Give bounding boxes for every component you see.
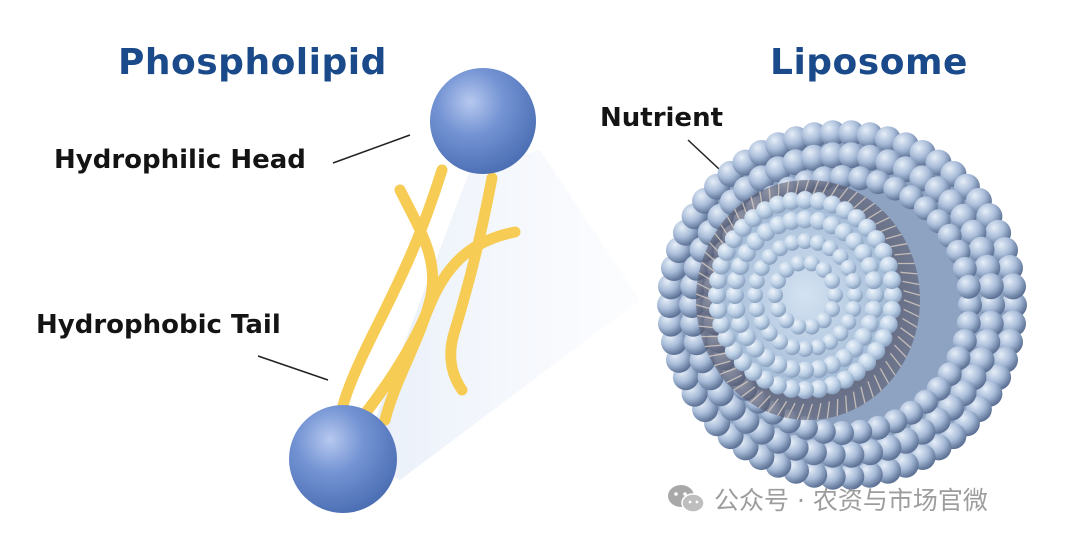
liposome-bead <box>819 120 846 147</box>
inner-leaflet-bead <box>832 248 849 265</box>
hydrophilic-head-label: Hydrophilic Head <box>54 145 306 175</box>
inner-leaflet-bead <box>778 261 795 278</box>
inner-leaflet-bead <box>840 260 857 276</box>
inner-leaflet-bead <box>748 273 765 289</box>
liposome-title: Liposome <box>770 42 968 83</box>
inner-leaflet-bead <box>882 271 901 290</box>
inner-leaflet-bead <box>790 318 807 335</box>
inner-leaflet-bead <box>727 300 746 319</box>
liposome-bead <box>979 292 1005 318</box>
liposome-bead <box>952 256 977 281</box>
inner-leaflet-bead <box>782 211 801 230</box>
liposome-bead <box>838 441 865 468</box>
liposome-bead <box>956 311 981 336</box>
inner-leaflet-bead <box>809 339 826 356</box>
inner-leaflet-bead <box>778 312 795 329</box>
inner-leaflet-bead <box>884 286 902 304</box>
inner-leaflet-bead <box>784 234 801 251</box>
inner-leaflet-bead <box>709 271 728 290</box>
inner-leaflet-bead <box>845 273 862 289</box>
inner-leaflet-bead <box>796 191 814 209</box>
liposome-bead <box>1000 273 1026 300</box>
inner-leaflet-bead <box>784 339 801 356</box>
liposome-bead <box>811 419 836 444</box>
inner-leaflet-bead <box>782 192 801 211</box>
hydrophilic-head-top <box>430 68 536 174</box>
inner-leaflet-bead <box>726 286 744 304</box>
hydrophilic-head-bottom <box>289 405 397 513</box>
liposome-bead <box>657 292 683 318</box>
inner-leaflet-bead <box>753 314 770 330</box>
inner-leaflet-bead <box>772 240 788 257</box>
liposome-bead <box>658 310 684 337</box>
inner-leaflet-bead <box>864 271 883 290</box>
inner-leaflet-bead <box>824 272 840 289</box>
inner-leaflet-bead <box>796 381 814 399</box>
inner-leaflet-bead <box>770 301 786 318</box>
nutrient-label: Nutrient <box>600 103 724 133</box>
inner-leaflet-bead <box>727 271 746 290</box>
inner-leaflet-bead <box>882 300 901 319</box>
inner-leaflet-bead <box>767 287 783 303</box>
liposome-bead <box>819 142 846 169</box>
inner-leaflet-bead <box>824 301 840 318</box>
inner-leaflet-bead <box>864 300 883 319</box>
inner-leaflet-bead <box>753 260 770 276</box>
inner-leaflet-bead <box>712 315 731 334</box>
phospholipid-title: Phospholipid <box>118 42 387 83</box>
inner-leaflet-bead <box>796 210 814 229</box>
inner-leaflet-bead <box>709 300 728 319</box>
inner-leaflet-bead <box>747 287 763 303</box>
inner-leaflet-bead <box>796 361 814 380</box>
inner-leaflet-bead <box>809 234 826 251</box>
liposome-bead <box>956 274 981 299</box>
liposome-bead <box>977 273 1004 300</box>
liposome-bead <box>848 166 873 191</box>
inner-leaflet-bead <box>815 312 832 329</box>
inner-leaflet-bead <box>874 242 893 261</box>
wechat-icon <box>668 485 705 513</box>
watermark-text: 公众号 · 农资与市场官微 <box>714 486 988 515</box>
liposome-bead <box>838 463 865 490</box>
inner-leaflet-bead <box>708 286 726 304</box>
inner-leaflet-bead <box>803 255 820 272</box>
inner-leaflet-bead <box>748 301 765 317</box>
inner-leaflet-bead <box>866 286 884 304</box>
inner-leaflet-bead <box>797 341 813 357</box>
inner-leaflet-bead <box>809 360 828 379</box>
inner-leaflet-bead <box>731 314 750 333</box>
liposome-bead <box>958 293 982 317</box>
inner-leaflet-bead <box>790 255 807 272</box>
inner-leaflet-bead <box>827 287 843 303</box>
liposome-bead <box>830 421 854 445</box>
inner-leaflet-bead <box>840 314 857 330</box>
leader-tail <box>257 355 329 381</box>
watermark: 公众号 · 农资与市场官微 <box>666 481 988 517</box>
inner-leaflet-bead <box>879 256 898 275</box>
inner-leaflet-bead <box>712 256 731 275</box>
hydrophobic-tail-label: Hydrophobic Tail <box>36 310 281 340</box>
inner-leaflet-bead <box>809 379 828 398</box>
inner-leaflet-bead <box>879 315 898 334</box>
inner-leaflet-bead <box>847 287 863 303</box>
projection-cone <box>360 150 640 480</box>
inner-leaflet-bead <box>845 301 862 317</box>
hydrophobic-tails <box>336 164 521 426</box>
inner-leaflet-bead <box>770 272 786 289</box>
leader-head <box>332 134 411 164</box>
liposome-bead <box>830 165 854 189</box>
inner-leaflet-bead <box>815 261 832 278</box>
inner-leaflet-bead <box>822 333 838 350</box>
inner-leaflet-bead <box>860 257 879 276</box>
inner-leaflet-bead <box>803 318 820 335</box>
inner-leaflet-bead <box>761 325 778 342</box>
liposome-bead <box>1001 292 1027 318</box>
inner-leaflet-bead <box>797 233 813 249</box>
inner-leaflet-bead <box>717 329 736 348</box>
liposome-bead <box>866 415 891 440</box>
liposome-bead <box>848 419 873 444</box>
liposome-vesicle <box>657 120 1027 490</box>
